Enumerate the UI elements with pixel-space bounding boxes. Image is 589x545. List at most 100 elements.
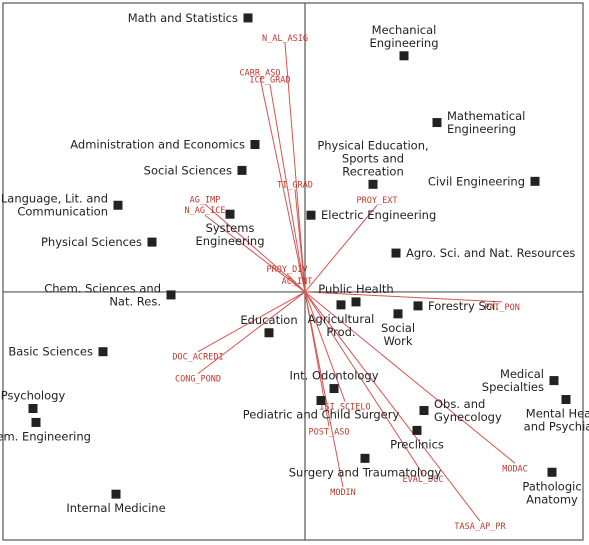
vector-label-ag-imp: AG_IMP [190, 195, 221, 205]
point-mental-health-and-psychiatry [561, 395, 571, 405]
point-label-physical-sciences: Physical Sciences [41, 235, 142, 249]
point-mechanical-engineering [399, 51, 409, 61]
point-label-pediatric-and-child-surgery: Pediatric and Child Surgery [243, 408, 400, 422]
point-electric-engineering [306, 210, 316, 220]
point-label-administration-and-economics: Administration and Economics [70, 137, 245, 151]
point-language-lit-and-communication [113, 200, 123, 210]
vector-tasa-ap-pr [304, 291, 481, 522]
point-surgery-and-traumatology [360, 453, 370, 463]
vector-label-doc-acredi: DOC_ACREDI [172, 353, 223, 363]
point-label-social-sciences: Social Sciences [144, 163, 232, 177]
vector-label-modac: MODAC [502, 464, 528, 474]
vector-carr-aso [259, 77, 306, 293]
point-civil-engineering [530, 176, 540, 186]
vector-label-isi-scielo: ISI_SCIELO [319, 403, 370, 413]
vector-label-pat-pon: PAT_PON [484, 303, 520, 313]
vector-n-al-asig [284, 42, 306, 292]
point-education [264, 328, 274, 338]
vector-modac [304, 291, 516, 464]
point-obs-and-gynecology [419, 405, 429, 415]
point-label-int-odontology: Int. Odontology [289, 369, 378, 383]
point-internal-medicine [111, 489, 121, 499]
vector-cong-pond [197, 291, 306, 375]
point-physical-education-sports-and-recreation [368, 179, 378, 189]
point-chem-sciences-and-nat-res [166, 290, 176, 300]
vector-ac-int [296, 285, 306, 293]
vector-label-post-aso: POST_ASO [309, 427, 350, 437]
vector-label-modin: MODIN [330, 488, 356, 498]
vector-label-proy-ext: PROY_EXT [357, 196, 398, 206]
point-label-education: Education [240, 313, 297, 327]
point-label-internal-medicine: Internal Medicine [66, 501, 165, 515]
point-label-math-and-statistics: Math and Statistics [128, 11, 238, 25]
point-preclinics [412, 425, 422, 435]
point-label-chem-engineering: Chem. Engineering [0, 429, 91, 443]
point-math-and-statistics [243, 13, 253, 23]
point-social-work [393, 309, 403, 319]
point-systems-engineering [225, 209, 235, 219]
point-chem-engineering [31, 417, 41, 427]
point-forestry-sci [413, 301, 423, 311]
point-basic-sciences [98, 347, 108, 357]
vector-label-ice-grad: ICE_GRAD [250, 76, 291, 86]
point-public-health [351, 297, 361, 307]
vector-label-ac-int: AC_INT [282, 277, 313, 287]
point-label-psychology: Psychology [1, 388, 66, 402]
vector-label-cong-pond: CONG_POND [175, 375, 221, 385]
point-agricultural-prod [336, 300, 346, 310]
point-label-surgery-and-traumatology: Surgery and Traumatology [289, 465, 442, 479]
point-label-forestry-sci: Forestry Sci. [428, 299, 499, 313]
vector-pat-pon [304, 291, 503, 303]
vector-label-carr-aso: CARR_ASO [240, 69, 281, 79]
vector-proy-div [286, 273, 306, 293]
point-label-preclinics: Preclinics [390, 437, 444, 451]
vector-ice-grad [269, 84, 306, 293]
vector-label-ti-grad: TI_GRAD [277, 180, 313, 190]
vector-label-n-al-asig: N_AL_ASIG [262, 34, 308, 44]
point-label-electric-engineering: Electric Engineering [321, 208, 436, 222]
vector-doc-acredi [197, 291, 306, 353]
vector-ag-imp [204, 203, 306, 293]
vector-proy-ext [304, 204, 378, 293]
point-administration-and-economics [250, 139, 260, 149]
vector-eval-doc [304, 291, 424, 475]
vector-modin [304, 291, 344, 488]
point-medical-specialties [549, 376, 559, 386]
point-label-agro-sci-and-nat-resources: Agro. Sci. and Nat. Resources [406, 246, 575, 260]
point-physical-sciences [147, 237, 157, 247]
plot-frame [2, 2, 584, 541]
point-agro-sci-and-nat-resources [391, 248, 401, 258]
point-label-public-health: Public Health [318, 282, 393, 296]
vector-n-ag-ice [204, 214, 306, 293]
vector-label-tasa-ap-pr: TASA_AP_PR [454, 522, 506, 532]
point-label-mental-health-and-psychiatry: Mental Healthand Psychiatry [524, 407, 589, 434]
point-social-sciences [237, 165, 247, 175]
point-mathematical-engineering [432, 118, 442, 128]
point-pathologic-anatomy [547, 467, 557, 477]
point-psychology [28, 403, 38, 413]
point-int-odontology [329, 384, 339, 394]
vector-label-eval-doc: EVAL_DOC [403, 475, 444, 485]
vector-label-n-ag-ice: N_AG_ICE [185, 206, 226, 216]
point-label-civil-engineering: Civil Engineering [428, 174, 525, 188]
point-label-basic-sciences: Basic Sciences [8, 345, 93, 359]
origin-axes [3, 3, 583, 540]
vector-ti-grad [294, 189, 306, 292]
vector-label-proy-div: PROY_DIV [267, 265, 308, 275]
point-pediatric-and-child-surgery [316, 396, 326, 406]
vector-isi-scielo [304, 291, 346, 402]
